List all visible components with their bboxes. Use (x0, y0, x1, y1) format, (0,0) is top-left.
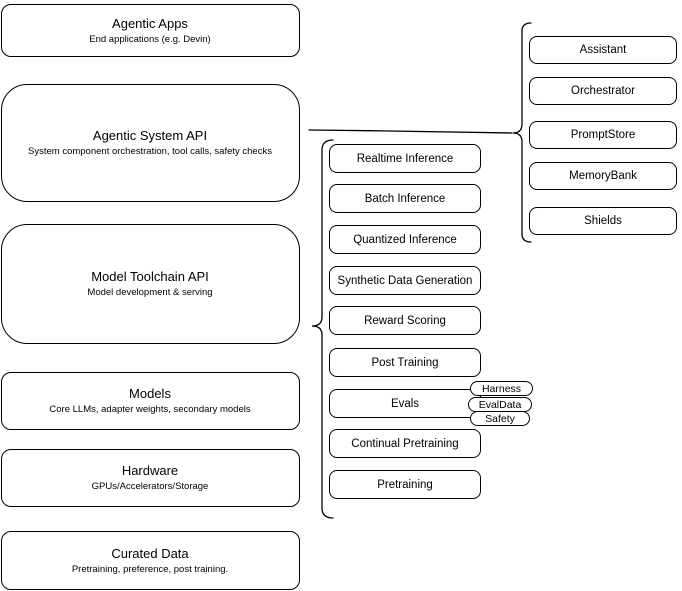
box-subtitle: End applications (e.g. Devin) (89, 33, 211, 45)
middle-column-brace (311, 139, 334, 519)
box-title: Agentic System API (92, 128, 208, 143)
box-agentic-system-api: Agentic System API System component orch… (0, 84, 300, 202)
box-realtime-inference: Realtime Inference (329, 144, 481, 173)
box-model-toolchain-api: Model Toolchain API Model development & … (0, 224, 300, 344)
box-promptstore: PromptStore (529, 121, 677, 149)
box-title: Hardware (121, 463, 179, 478)
tag-harness: Harness (470, 381, 533, 396)
box-title: Agentic Apps (112, 15, 188, 31)
box-hardware: Hardware GPUs/Accelerators/Storage (0, 449, 300, 507)
box-shields: Shields (529, 207, 677, 235)
box-subtitle: GPUs/Accelerators/Storage (91, 481, 209, 492)
box-quantized-inference: Quantized Inference (329, 225, 481, 254)
box-subtitle: Model development & serving (87, 287, 213, 298)
box-subtitle: Core LLMs, adapter weights, secondary mo… (49, 404, 251, 415)
box-continual-pretraining: Continual Pretraining (329, 429, 481, 458)
box-orchestrator: Orchestrator (529, 77, 677, 105)
box-pretraining: Pretraining (329, 470, 481, 499)
tag-evaldata: EvalData (468, 397, 532, 412)
box-synthetic-data-generation: Synthetic Data Generation (329, 266, 481, 295)
box-assistant: Assistant (529, 36, 677, 64)
box-models: Models Core LLMs, adapter weights, secon… (0, 372, 300, 430)
box-reward-scoring: Reward Scoring (329, 306, 481, 335)
box-title: Model Toolchain API (91, 269, 209, 284)
box-batch-inference: Batch Inference (329, 184, 481, 213)
agentic-system-to-components-connector (308, 129, 513, 134)
box-memorybank: MemoryBank (529, 162, 677, 190)
box-evals: Evals (329, 389, 481, 418)
box-subtitle: System component orchestration, tool cal… (28, 146, 272, 157)
box-agentic-apps: Agentic Apps End applications (e.g. Devi… (0, 4, 300, 57)
box-title: Curated Data (111, 545, 189, 561)
right-column-brace (512, 22, 532, 243)
box-post-training: Post Training (329, 348, 481, 377)
box-subtitle: Pretraining, preference, post training. (71, 563, 229, 575)
box-curated-data: Curated Data Pretraining, preference, po… (0, 531, 300, 590)
box-title: Models (129, 386, 171, 401)
tag-safety: Safety (470, 411, 530, 426)
